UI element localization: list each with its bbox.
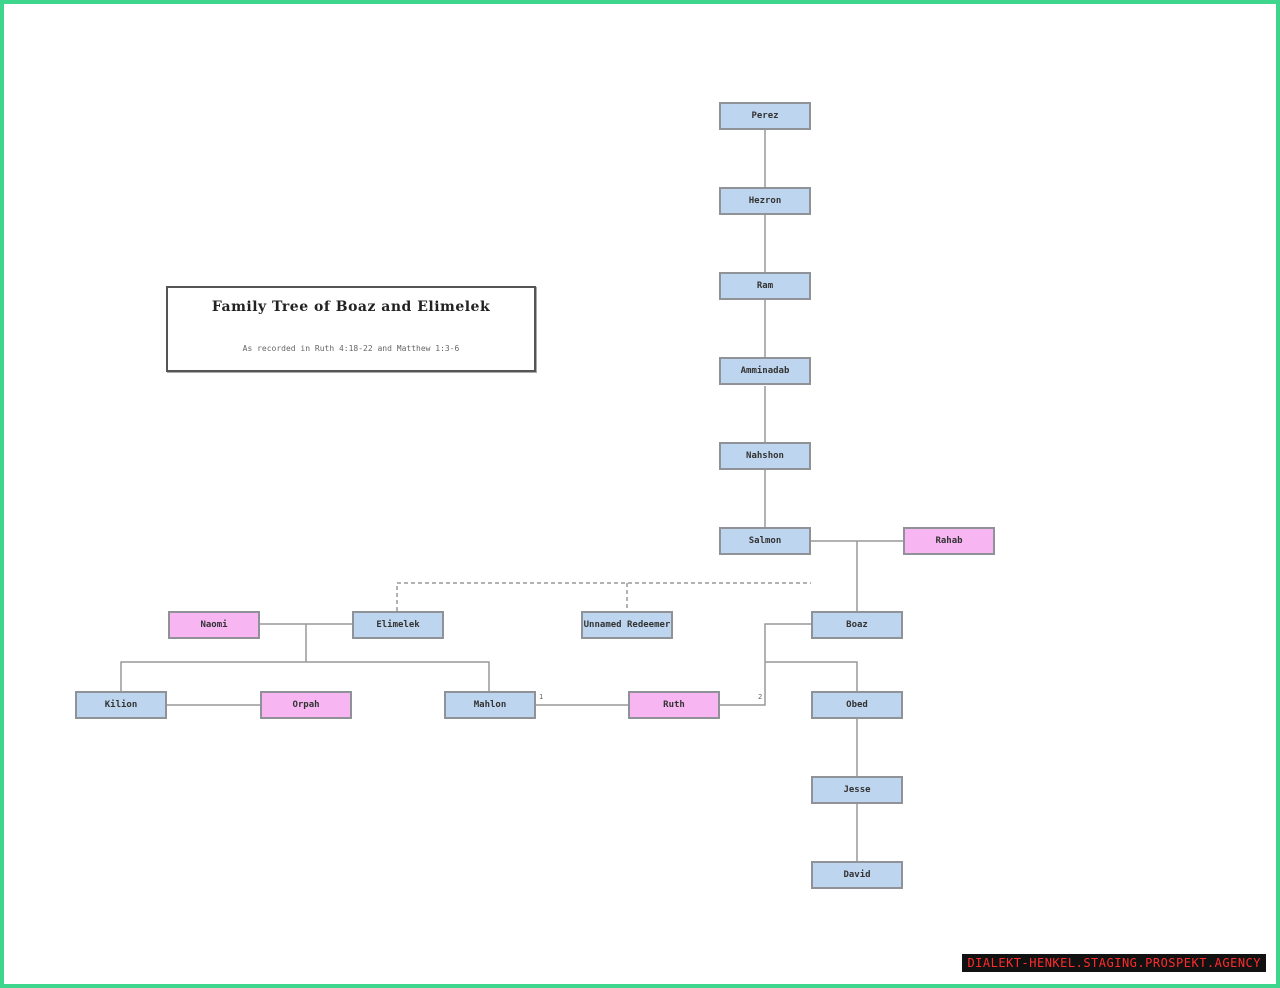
node-orpah[interactable]: Orpah [260,691,352,719]
marriage-label-mahlon-ruth: 1 [539,693,544,701]
node-nahshon[interactable]: Nahshon [719,442,811,470]
marriage-label-boaz-ruth: 2 [758,693,763,701]
node-hezron[interactable]: Hezron [719,187,811,215]
node-ram[interactable]: Ram [719,272,811,300]
node-perez[interactable]: Perez [719,102,811,130]
watermark-label: DIALEKT-HENKEL.STAGING.PROSPEKT.AGENCY [962,954,1266,972]
node-amminadab[interactable]: Amminadab [719,357,811,385]
line-boaz-obed [765,661,858,691]
node-mahlon[interactable]: Mahlon [444,691,536,719]
line-brothers-bracket [396,582,811,611]
node-boaz[interactable]: Boaz [811,611,903,639]
node-obed[interactable]: Obed [811,691,903,719]
diagram-subtitle: As recorded in Ruth 4:18-22 and Matthew … [242,344,460,353]
line-boaz-ruth [719,623,811,706]
node-naomi[interactable]: Naomi [168,611,260,639]
node-ruth[interactable]: Ruth [628,691,720,719]
node-rahab[interactable]: Rahab [903,527,995,555]
node-david[interactable]: David [811,861,903,889]
line-children-bar [120,661,490,691]
title-box: Family Tree of Boaz and Elimelek As reco… [166,286,536,372]
node-jesse[interactable]: Jesse [811,776,903,804]
node-unnamed-redeemer[interactable]: Unnamed Redeemer [581,611,673,639]
diagram-title: Family Tree of Boaz and Elimelek [211,299,491,315]
node-kilion[interactable]: Kilion [75,691,167,719]
node-elimelek[interactable]: Elimelek [352,611,444,639]
node-salmon[interactable]: Salmon [719,527,811,555]
